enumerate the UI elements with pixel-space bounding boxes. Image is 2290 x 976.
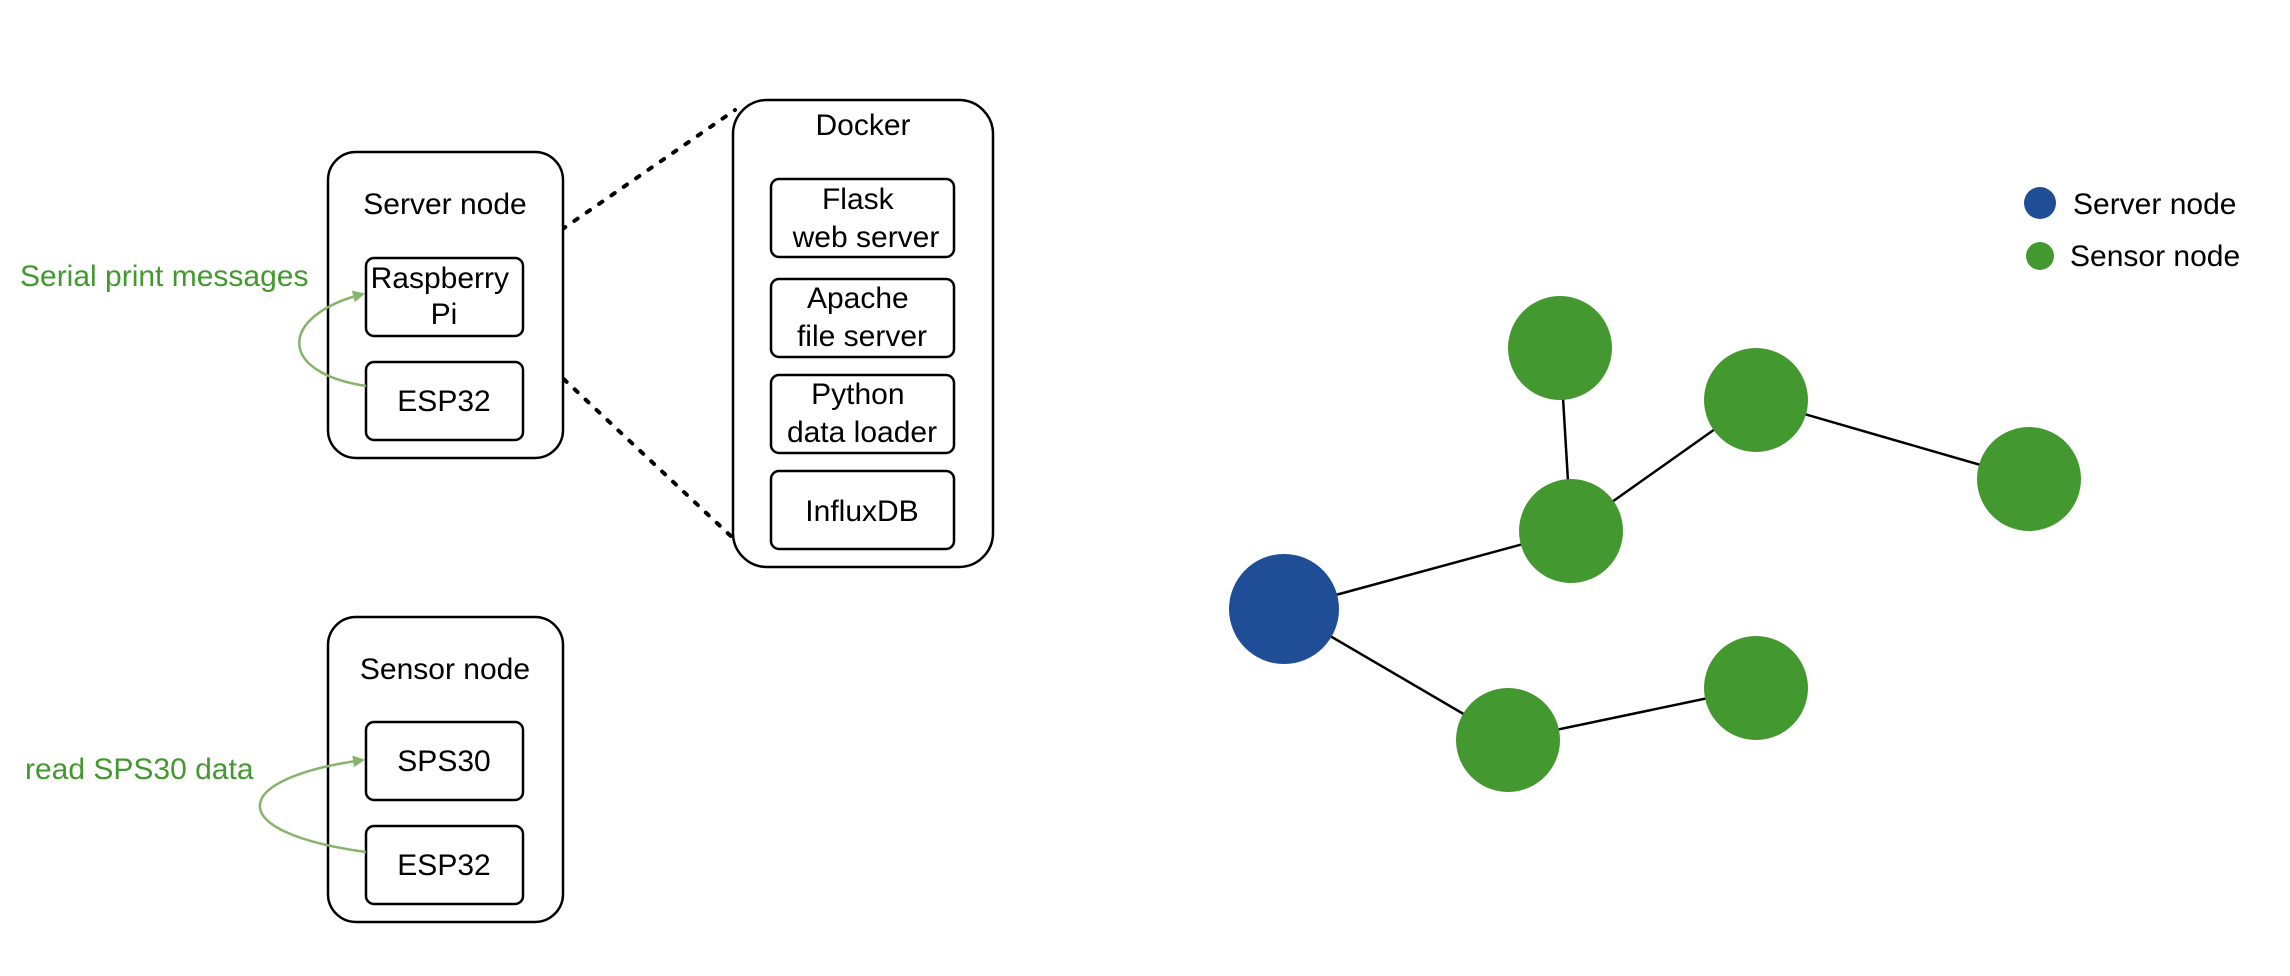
apache-label-line1: Apache xyxy=(807,282,909,315)
network-nodes xyxy=(1229,296,2081,792)
sps30-label: SPS30 xyxy=(397,745,490,778)
svg-text:Flask web server: Flask web server xyxy=(792,183,940,254)
network-graph xyxy=(1229,296,2081,792)
docker-box: Docker Flask web server Apache file serv… xyxy=(731,98,995,569)
sensor-esp32-label: ESP32 xyxy=(397,849,490,882)
sensor-node-far-right xyxy=(1977,427,2081,531)
sensor-node-top xyxy=(1508,296,1612,400)
serial-print-arrow xyxy=(298,290,367,388)
apache-file-server-box: Apache file server xyxy=(769,277,956,359)
raspberry-pi-label-line1: Raspberry xyxy=(371,262,509,295)
flask-label-line1: Flask xyxy=(822,183,895,216)
raspberry-pi-box: Raspberry Pi xyxy=(364,256,525,338)
svg-text:Apache file server: Apache file server xyxy=(797,282,927,353)
serial-print-annotation: Serial print messages xyxy=(20,260,308,293)
flask-label-line2: web server xyxy=(792,221,940,254)
sensor-node-box: Sensor node SPS30 ESP32 xyxy=(326,615,565,924)
server-esp32-label: ESP32 xyxy=(397,385,490,418)
raspberry-pi-label-line2: Pi xyxy=(431,298,458,331)
svg-text:Raspberry Pi: Raspberry Pi xyxy=(371,262,518,331)
zoom-line-top xyxy=(523,108,737,257)
sensor-node-upper-right xyxy=(1704,348,1808,452)
network-edges xyxy=(1283,347,2030,742)
python-data-loader-box: Python data loader xyxy=(769,373,956,455)
svg-text:Python data loader: Python data loader xyxy=(787,378,937,449)
read-sps30-arrow xyxy=(258,755,367,854)
server-node-title: Server node xyxy=(363,188,526,221)
server-node-server xyxy=(1229,554,1339,664)
influxdb-box: InfluxDB xyxy=(769,469,956,551)
legend-server-dot xyxy=(2024,187,2056,219)
apache-label-line2: file server xyxy=(797,320,927,353)
docker-title: Docker xyxy=(815,109,910,142)
influxdb-label: InfluxDB xyxy=(805,495,918,528)
server-node-box: Server node Raspberry Pi ESP32 xyxy=(326,150,565,460)
sensor-node-lower-right xyxy=(1704,636,1808,740)
sensor-esp32-box: ESP32 xyxy=(364,824,525,906)
sensor-node-title: Sensor node xyxy=(360,653,530,686)
flask-web-server-box: Flask web server xyxy=(769,177,956,259)
legend-server-label: Server node xyxy=(2073,188,2236,221)
sensor-node-hub xyxy=(1519,479,1623,583)
python-label-line1: Python xyxy=(811,378,904,411)
read-sps30-annotation: read SPS30 data xyxy=(25,753,254,786)
legend: Server node Sensor node xyxy=(2024,187,2240,273)
legend-sensor-dot xyxy=(2026,242,2054,270)
sensor-node-lower-left xyxy=(1456,688,1560,792)
legend-sensor-label: Sensor node xyxy=(2070,240,2240,273)
sps30-box: SPS30 xyxy=(364,720,525,802)
python-label-line2: data loader xyxy=(787,416,937,449)
server-esp32-box: ESP32 xyxy=(364,360,525,442)
